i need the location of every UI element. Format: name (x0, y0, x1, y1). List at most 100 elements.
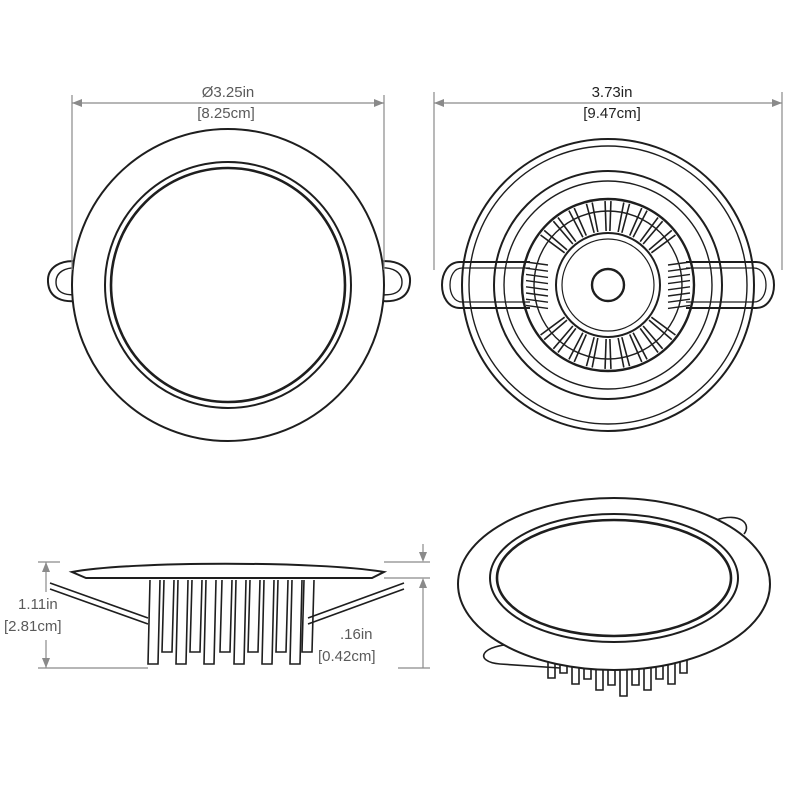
heatsink-fin (573, 207, 588, 236)
diameter-dimension (71, 95, 385, 270)
spring-coil (667, 298, 691, 303)
left-clip-tab (46, 260, 85, 303)
right-clip-tab-inner (374, 266, 403, 296)
spring-coil (525, 261, 549, 266)
side-fin (147, 579, 161, 665)
spring-coil (525, 273, 549, 279)
side-fin (247, 579, 261, 653)
spring-clip-wire (441, 261, 775, 309)
heatsink-fin (648, 229, 673, 251)
flange-label-cm: [0.42cm] (318, 648, 376, 665)
height-label-in: 1.11in (18, 596, 58, 613)
heatsink-fins (540, 201, 676, 369)
side-fin (161, 579, 175, 653)
width-label-cm: [9.47cm] (583, 105, 641, 122)
right-spring-clip (307, 582, 405, 625)
spring-coil (525, 304, 549, 310)
spring-coil (525, 279, 549, 285)
side-heatsink-fins (147, 579, 315, 665)
perspective-clip-top (715, 516, 748, 535)
perspective-fin (667, 655, 676, 685)
center-hole (590, 267, 626, 303)
width-label-in: 3.73in (591, 84, 633, 101)
spring-coil (667, 273, 691, 279)
heatsink-fin (604, 338, 607, 369)
side-fin (189, 579, 203, 653)
back-rim-inner (468, 145, 748, 425)
heatsink-fin (642, 325, 664, 350)
front-view (46, 128, 412, 442)
right-clip-tab (373, 260, 412, 303)
perspective-lens (495, 518, 733, 638)
heatsink-fin (552, 325, 574, 350)
heatsink-housing (493, 170, 723, 400)
height-label-cm: [2.81cm] (4, 618, 62, 635)
heatsink-housing-inner (503, 180, 713, 390)
left-clip-tab-inner (55, 266, 84, 296)
spring-coil (525, 292, 549, 297)
outer-bezel (71, 128, 385, 442)
side-view (49, 562, 405, 665)
spring-coil (525, 298, 549, 303)
width-dimension (433, 92, 783, 270)
flange-dimension (384, 544, 430, 669)
perspective-fin (679, 655, 688, 674)
spring-coil (525, 267, 549, 272)
heatsink-fin (632, 210, 648, 238)
heatsink-fin (543, 229, 568, 251)
side-fin (233, 579, 247, 665)
diameter-label-in: Ø3.25in (201, 84, 255, 101)
heatsink-fin (585, 203, 595, 234)
spring-coil (667, 261, 691, 266)
side-fin (301, 579, 315, 653)
heatsink-fin (609, 201, 612, 232)
heatsink-core (555, 232, 661, 338)
perspective-bezel (457, 497, 771, 671)
spring-coil (667, 286, 691, 291)
heatsink-fin (591, 337, 599, 368)
side-fin (275, 579, 289, 653)
spring-coil (667, 292, 691, 297)
heatsink-fin (617, 202, 625, 233)
heatsink-fin (639, 327, 659, 353)
side-fin (289, 579, 303, 665)
heatsink-fin (557, 217, 577, 243)
flange (68, 562, 388, 579)
perspective-fin (619, 655, 628, 697)
heatsink-fin (621, 203, 631, 234)
heatsink-fin (540, 316, 566, 336)
heatsink-core-inner (561, 238, 655, 332)
flange-label-in: .16in (340, 626, 373, 643)
heatsink-fin (568, 210, 584, 238)
heatsink-inner-ring (533, 210, 683, 360)
spring-coils (525, 261, 691, 310)
heatsink-fin (617, 337, 625, 368)
heatsink-fin (628, 207, 643, 236)
height-dimension (38, 561, 148, 669)
side-fin (261, 579, 275, 665)
lens (109, 166, 347, 404)
perspective-fin (571, 655, 580, 685)
heatsink-fin (650, 316, 676, 336)
spring-coil (525, 286, 549, 291)
back-outer-rim (461, 138, 755, 432)
left-spring-clip (49, 582, 149, 625)
heatsink-fin (591, 202, 599, 233)
heatsink-outer (520, 197, 696, 373)
side-fin (203, 579, 217, 665)
heatsink-fin (585, 336, 595, 367)
heatsink-fin (632, 332, 648, 360)
bezel-inner-ring (104, 161, 352, 409)
spring-coil (667, 304, 691, 310)
side-fin (219, 579, 233, 653)
heatsink-fin (568, 332, 584, 360)
heatsink-fin (543, 319, 568, 341)
heatsink-fin (642, 220, 664, 245)
perspective-fin (643, 655, 652, 691)
heatsink-fin (540, 234, 566, 254)
heatsink-fin (621, 336, 631, 367)
heatsink-fin (650, 234, 676, 254)
spring-coil (667, 279, 691, 285)
heatsink-fin (573, 334, 588, 363)
